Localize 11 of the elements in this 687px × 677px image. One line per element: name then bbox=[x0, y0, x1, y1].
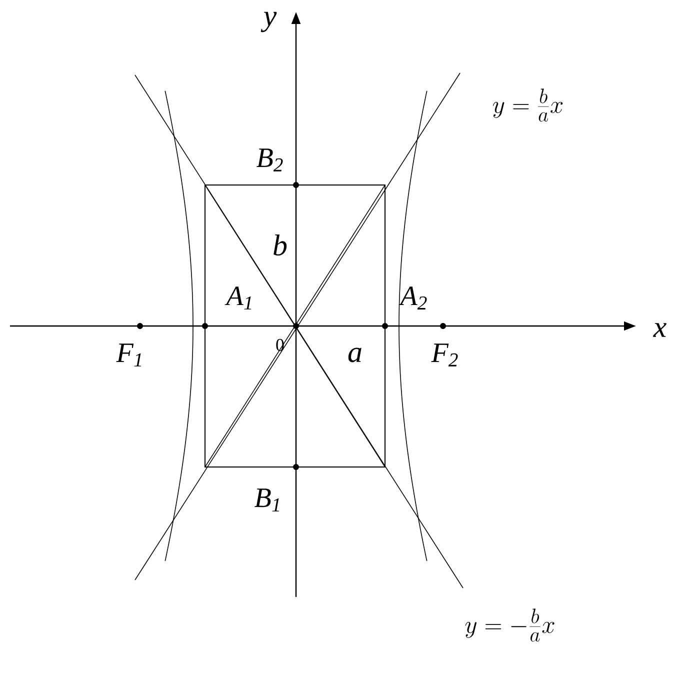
point-label: B$_{1}$ bbox=[254, 488, 280, 512]
point-label: A$_{1}$ bbox=[224, 286, 252, 310]
point-label: F$_{1}$ bbox=[116, 344, 142, 366]
segment-label: a bbox=[348, 348, 362, 362]
asymptote-equation: $y=\frac{b}{a}x$ bbox=[492, 88, 563, 122]
point-label: B$_{2}$ bbox=[256, 148, 283, 172]
axis-label: y bbox=[260, 12, 277, 32]
asymptote-equation: $y=-\frac{b}{a}x$ bbox=[465, 608, 554, 642]
point-label: F$_{2}$ bbox=[431, 344, 458, 366]
axis-label: x bbox=[653, 323, 666, 337]
segment-label: b bbox=[274, 234, 287, 256]
